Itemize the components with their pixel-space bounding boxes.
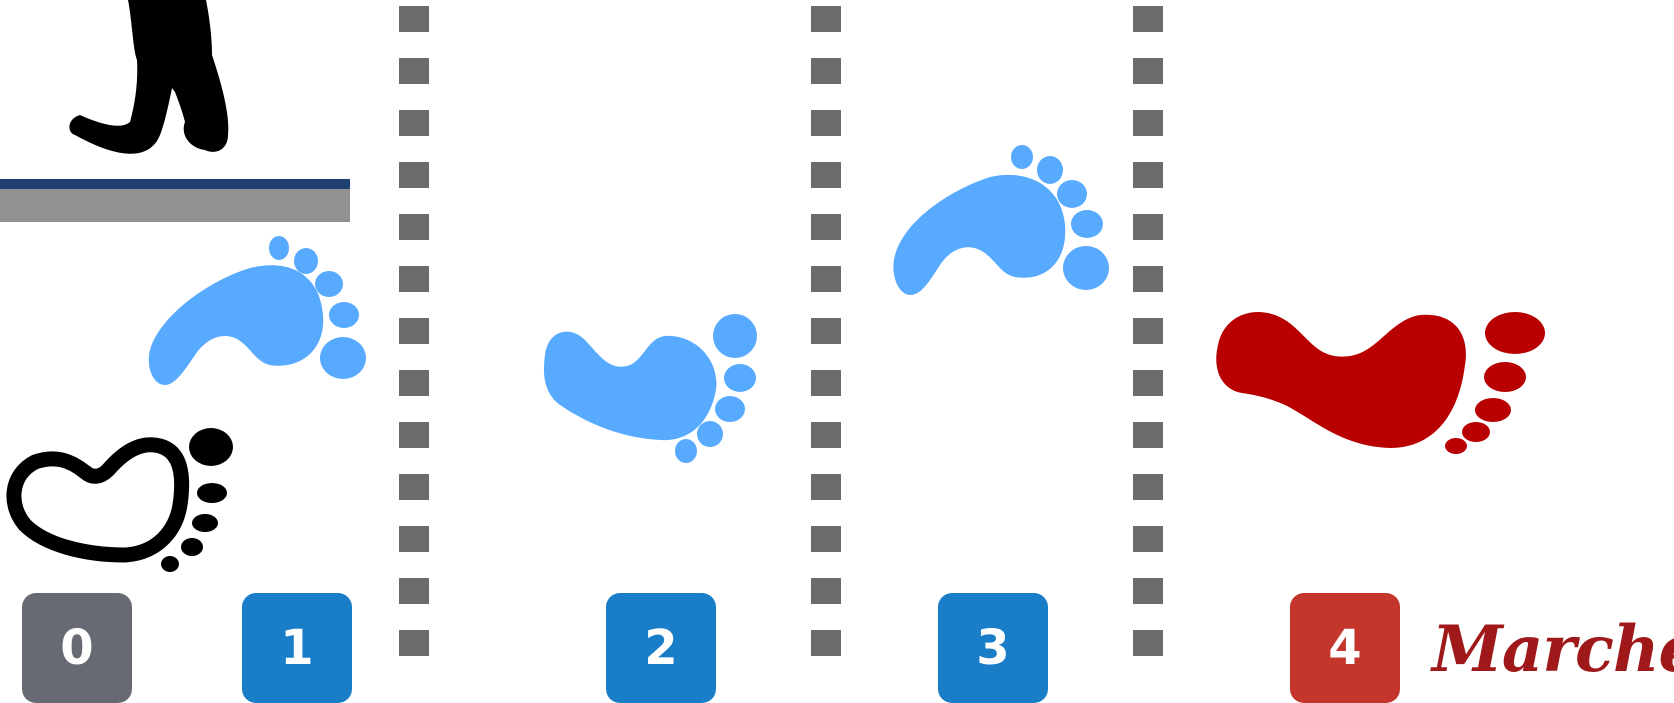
step-badge-4: 4 bbox=[1290, 593, 1400, 703]
brand-wordmark: Marcher bbox=[1432, 612, 1674, 687]
footprint-step4-icon bbox=[1216, 312, 1545, 454]
footprint-step1-icon bbox=[149, 236, 366, 385]
step-badge-2: 2 bbox=[606, 593, 716, 703]
step-badge-3: 3 bbox=[938, 593, 1048, 703]
footprint-step3-icon bbox=[893, 145, 1109, 295]
footprint-outline-icon bbox=[14, 428, 233, 572]
footprint-step2-icon bbox=[544, 314, 757, 463]
step-badge-1: 1 bbox=[242, 593, 352, 703]
step-badge-0: 0 bbox=[22, 593, 132, 703]
